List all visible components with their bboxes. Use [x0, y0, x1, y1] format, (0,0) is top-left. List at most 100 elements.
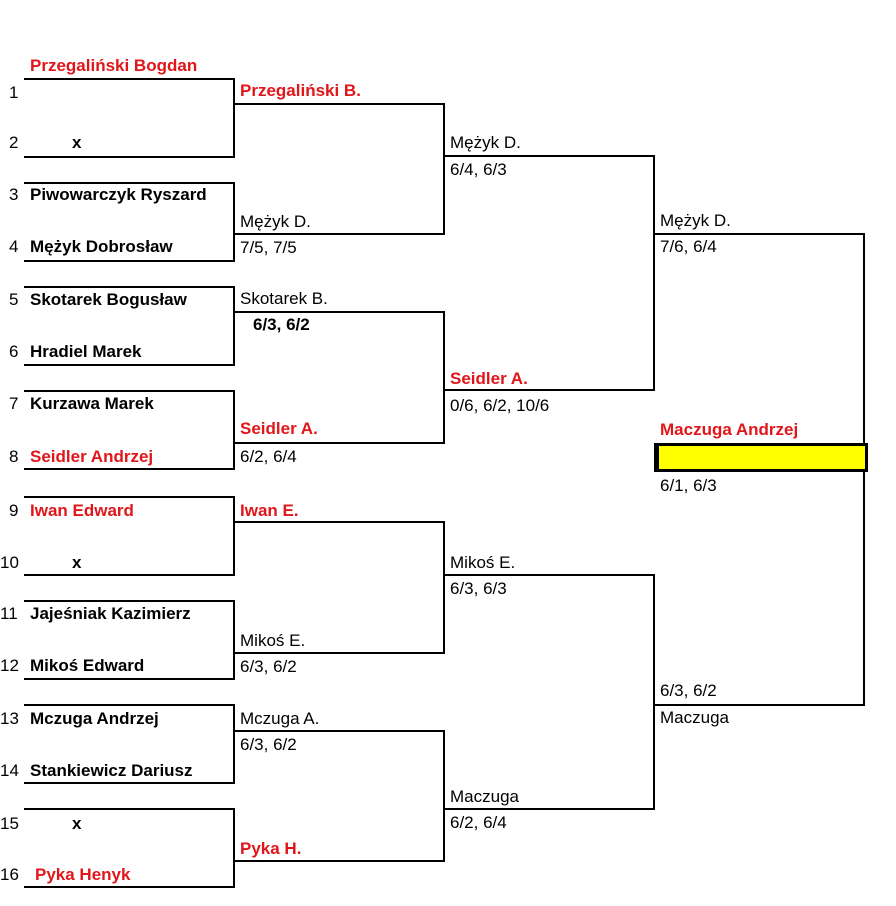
round3-winner: Seidler A. — [450, 369, 528, 388]
bracket-line — [24, 260, 235, 262]
round4-score: 7/6, 6/4 — [660, 237, 717, 256]
player-name-winner: Seidler Andrzej — [30, 447, 154, 466]
round2-winner: Skotarek B. — [240, 289, 328, 308]
player-name: Jajeśniak Kazimierz — [30, 604, 191, 623]
bracket-line — [443, 574, 655, 576]
seed-number: 12 — [0, 656, 19, 675]
bracket-line — [233, 311, 445, 313]
bracket-line — [24, 678, 235, 680]
player-name: Piwowarczyk Ryszard — [30, 185, 207, 204]
bracket-connector — [653, 574, 655, 810]
round2-winner: Mężyk D. — [240, 212, 311, 231]
seed-number: 16 — [0, 865, 19, 884]
bracket-line — [233, 233, 445, 235]
bracket-line — [24, 808, 235, 810]
seed-number: 1 — [9, 83, 19, 102]
bracket-line — [24, 886, 235, 888]
bracket-connector — [233, 286, 235, 366]
bracket-connector — [443, 730, 445, 862]
round2-score: 7/5, 7/5 — [240, 238, 297, 257]
bracket-connector — [233, 704, 235, 784]
round3-score: 6/4, 6/3 — [450, 160, 507, 179]
champion-highlight-box — [654, 443, 868, 472]
seed-number: 2 — [9, 133, 19, 152]
round2-winner: Mczuga A. — [240, 709, 320, 728]
player-name: Skotarek Bogusław — [30, 290, 187, 309]
player-name: Kurzawa Marek — [30, 394, 154, 413]
round3-winner: Mikoś E. — [450, 553, 516, 572]
bracket-line — [233, 521, 445, 523]
round2-winner: Seidler A. — [240, 419, 318, 438]
bracket-connector — [443, 311, 445, 444]
round4-score: 6/3, 6/2 — [660, 681, 717, 700]
final-score: 6/1, 6/3 — [660, 476, 717, 495]
bracket-line — [233, 442, 445, 444]
bracket-line — [24, 390, 235, 392]
bracket-line — [24, 496, 235, 498]
bracket-line — [233, 730, 445, 732]
bracket-connector — [233, 496, 235, 576]
round4-winner: Mężyk D. — [660, 211, 731, 230]
player-name: Mikoś Edward — [30, 656, 145, 675]
round4-winner: Maczuga — [660, 708, 729, 727]
bracket-line — [653, 704, 865, 706]
bracket-line — [233, 652, 445, 654]
round3-winner: Maczuga — [450, 787, 519, 806]
seed-number: 11 — [0, 604, 18, 623]
round2-score: 6/3, 6/2 — [253, 315, 310, 334]
bracket-line — [443, 808, 655, 810]
round3-score: 0/6, 6/2, 10/6 — [450, 396, 550, 415]
player-name: Mężyk Dobrosław — [30, 237, 173, 256]
player-name-winner: Iwan Edward — [30, 501, 134, 520]
seed-number: 9 — [9, 501, 19, 520]
champion-name: Maczuga Andrzej — [660, 420, 799, 439]
bracket-line — [443, 155, 655, 157]
seed-number: 7 — [9, 394, 19, 413]
round2-winner: Mikoś E. — [240, 631, 306, 650]
player-name-winner: Pyka Henyk — [35, 865, 131, 884]
player-name: Stankiewicz Dariusz — [30, 761, 193, 780]
round2-winner: Iwan E. — [240, 501, 299, 520]
bracket-connector — [233, 390, 235, 470]
round2-score: 6/3, 6/2 — [240, 735, 297, 754]
bye-marker: x — [72, 553, 82, 572]
bracket-line — [24, 600, 235, 602]
bracket-connector — [233, 600, 235, 680]
bracket-line — [24, 286, 235, 288]
seed-number: 5 — [9, 290, 19, 309]
bracket-line — [653, 233, 865, 235]
seed-number: 14 — [0, 761, 19, 780]
player-name: Mczuga Andrzej — [30, 709, 159, 728]
bracket-line — [24, 78, 235, 80]
bracket-line — [24, 364, 235, 366]
bye-marker: x — [72, 814, 82, 833]
seed-number: 8 — [9, 447, 19, 466]
bracket-connector — [233, 808, 235, 888]
player-name-winner: Przegaliński Bogdan — [30, 56, 198, 75]
round3-winner: Mężyk D. — [450, 133, 521, 152]
seed-number: 3 — [9, 185, 19, 204]
round3-score: 6/3, 6/3 — [450, 579, 507, 598]
bracket-line — [24, 782, 235, 784]
bracket-line — [24, 156, 235, 158]
bracket-line — [443, 389, 655, 391]
bracket-connector — [233, 182, 235, 262]
bracket-connector — [443, 521, 445, 654]
bracket-connector — [233, 78, 235, 158]
bracket-line — [233, 103, 445, 105]
bracket-line — [24, 574, 235, 576]
round2-score: 6/3, 6/2 — [240, 657, 297, 676]
bye-marker: x — [72, 133, 82, 152]
bracket-line — [24, 182, 235, 184]
round2-score: 6/2, 6/4 — [240, 447, 297, 466]
bracket-connector — [443, 103, 445, 235]
seed-number: 6 — [9, 342, 19, 361]
round3-score: 6/2, 6/4 — [450, 813, 507, 832]
bracket-line — [233, 860, 445, 862]
player-name: Hradiel Marek — [30, 342, 142, 361]
seed-number: 13 — [0, 709, 19, 728]
bracket-line — [24, 704, 235, 706]
seed-number: 10 — [0, 553, 19, 572]
bracket-connector — [653, 155, 655, 391]
round2-winner: Pyka H. — [240, 839, 302, 858]
